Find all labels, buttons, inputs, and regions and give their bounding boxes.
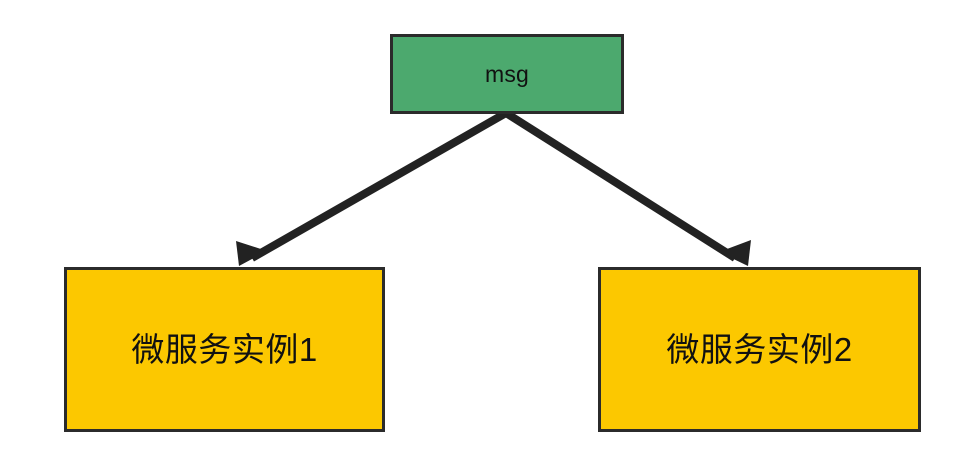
edge-msg-to-instance-1 bbox=[236, 109, 508, 266]
node-microservice-instance-1-label: 微服务实例1 bbox=[131, 330, 318, 368]
arrowhead-icon bbox=[236, 241, 267, 266]
edge-msg-to-instance-2 bbox=[503, 109, 751, 266]
node-msg[interactable]: msg bbox=[390, 34, 624, 114]
node-msg-label: msg bbox=[484, 60, 530, 87]
node-microservice-instance-2[interactable]: 微服务实例2 bbox=[598, 267, 921, 432]
edge-line bbox=[250, 109, 508, 262]
edge-line bbox=[503, 109, 738, 262]
node-microservice-instance-2-label: 微服务实例2 bbox=[666, 330, 853, 368]
arrowhead-icon bbox=[719, 240, 751, 266]
node-microservice-instance-1[interactable]: 微服务实例1 bbox=[64, 267, 385, 432]
